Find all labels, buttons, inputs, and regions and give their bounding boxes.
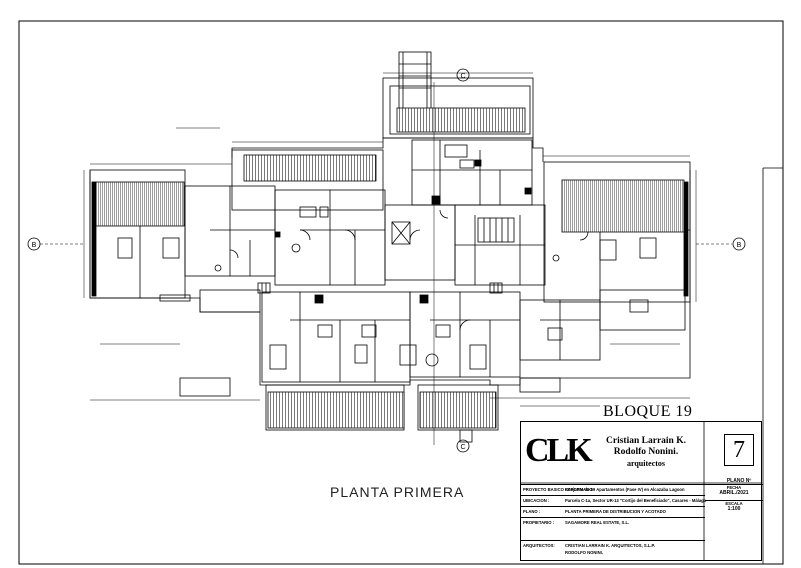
plan-walls (89, 51, 691, 443)
svg-text:B: B (32, 242, 37, 249)
date-value: ABRIL./2021 (719, 490, 749, 496)
title-row-plan: PLANO : PLANTA PRIMERA DE DISTRIBUCION Y… (521, 506, 705, 517)
axis-marker-bottom: C (456, 439, 470, 453)
svg-text:C: C (460, 73, 465, 80)
sheet-border (18, 20, 784, 565)
title-block-lines (520, 421, 762, 561)
svg-text:C: C (460, 444, 465, 451)
scale-value: 1:100 (727, 506, 741, 512)
title-row-architects: ARQUITECTOS: CRISTIAN LARRAIN K. ARQUITE… (521, 540, 705, 551)
date-cell: FECHA ABRIL./2021 (705, 484, 763, 497)
axis-markers: B B C C (27, 68, 746, 453)
architect-name-1: Cristian Larrain K. (606, 436, 686, 446)
plan-number-label: PLANO Nº (726, 478, 752, 484)
scale-cell: ESCALA 1:100 (705, 500, 763, 513)
sheet-title: PLANTA PRIMERA (330, 484, 465, 500)
title-block: CLK Cristian Larrain K. Rodolfo Nonini. … (520, 421, 763, 561)
architect-logo: CLK (525, 432, 593, 469)
axis-marker-left: B (27, 237, 41, 251)
title-row-owner: PROPIETARIO : SAGAMORE REAL ESTATE, S.L. (521, 517, 705, 528)
dimension-lines (40, 72, 732, 445)
architect-name-2: Rodolfo Nonini. (613, 447, 679, 457)
title-row-location: UBICACION : Parcela C-1a, Sector UR-13 "… (521, 495, 706, 506)
axis-marker-right: B (732, 237, 746, 251)
plan-number: 7 (733, 437, 745, 463)
axis-marker-top: C (456, 68, 470, 82)
plan-hatching (91, 107, 689, 429)
title-row-project: PROYECTO BASICO REFORMADO Conjunto de 59… (521, 484, 705, 495)
title-row-architects-2: RODOLFO NONINI. (565, 550, 603, 555)
architect-subtitle: arquitectos (626, 459, 666, 468)
block-label: BLOQUE 19 (603, 403, 693, 420)
plan-number-box: 7 (724, 434, 754, 466)
svg-text:B: B (737, 242, 742, 249)
